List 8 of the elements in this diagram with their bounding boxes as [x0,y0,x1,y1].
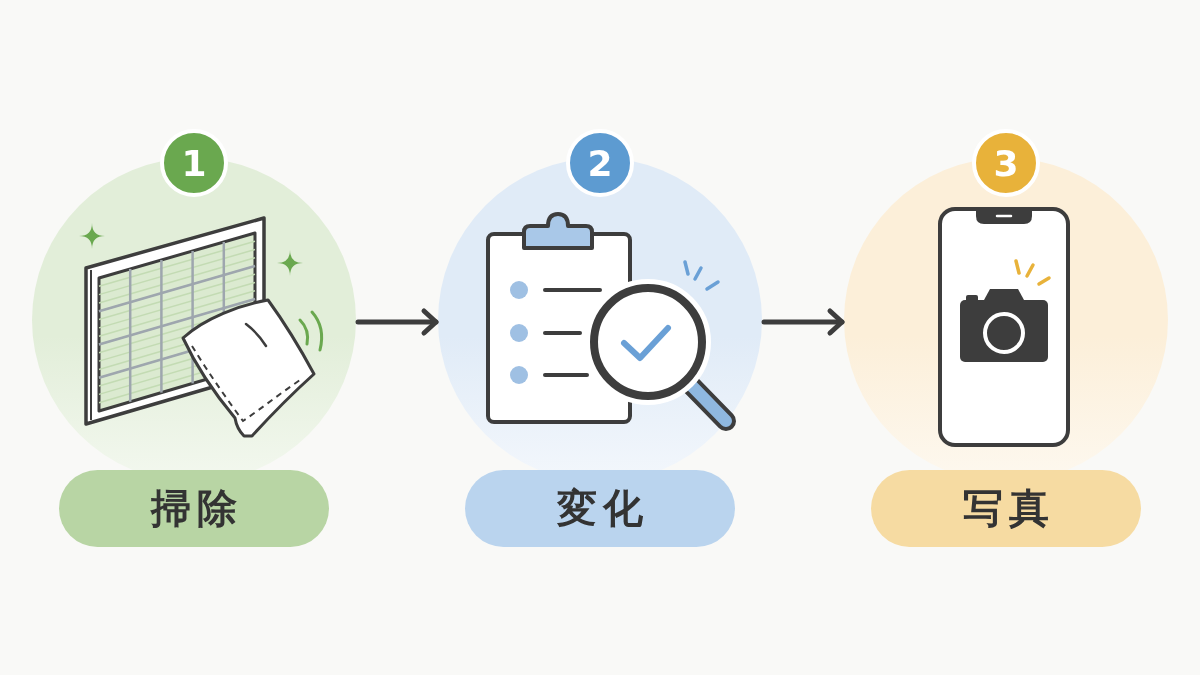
arrow [761,308,845,336]
step-label: 掃除 [59,470,329,547]
step-number: 2 [566,129,634,197]
step-number: 1 [160,129,228,197]
step-label: 写真 [871,470,1141,547]
step-label: 変化 [465,470,735,547]
step-number: 3 [972,129,1040,197]
arrow [355,308,439,336]
